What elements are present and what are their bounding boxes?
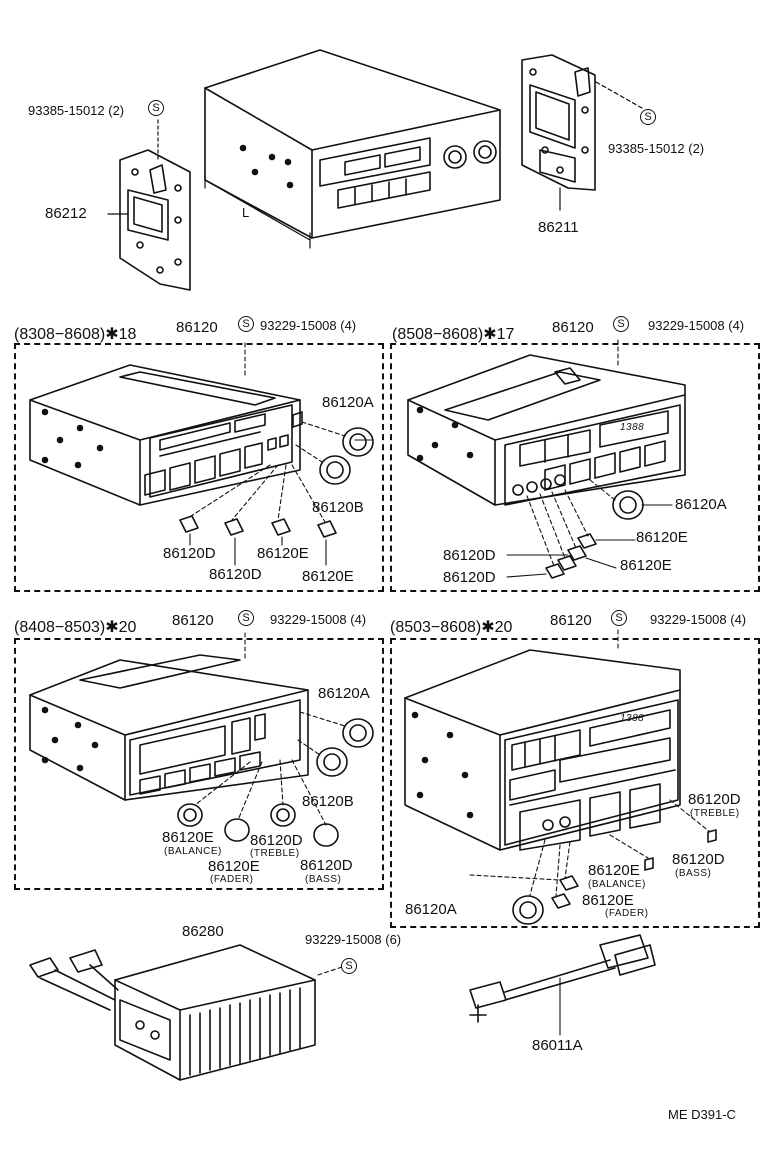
panel1-screw: 93229-15008 (4): [260, 318, 357, 333]
panel3-screw: 93229-15008 (4): [270, 612, 367, 627]
s-mark-panel4: S: [611, 610, 627, 626]
panel4-sub-fader: (FADER): [605, 908, 649, 919]
bracket-label-86212: 86212: [45, 205, 87, 222]
panel3-label-d1: 86120D: [250, 832, 303, 849]
panel4-label-a: 86120A: [405, 901, 457, 918]
panel1-drawing: [29, 339, 374, 566]
panel1-part: 86120: [176, 319, 218, 336]
page-reference: ME D391-C: [668, 1107, 736, 1122]
bolt-label-left: 93385-15012 (2): [28, 103, 125, 118]
panel3-drawing: [29, 629, 374, 847]
panel3-label-e2: 86120E: [208, 858, 260, 875]
s-mark-panel3: S: [238, 610, 254, 626]
s-mark-top-left: S: [148, 100, 164, 116]
bracket-86212-drawing: [107, 119, 191, 291]
panel4-display: 1388: [620, 713, 645, 724]
panel4-box: [390, 638, 760, 928]
panel3-label-e1: 86120E: [162, 829, 214, 846]
panel3-sub-balance: (BALANCE): [164, 846, 222, 857]
head-unit-assembly: [204, 49, 501, 249]
panel4-drawing: [404, 629, 717, 925]
panel2-box: [390, 343, 760, 592]
panel3-label-b: 86120B: [302, 793, 354, 810]
panel4-part: 86120: [550, 612, 592, 629]
panel2-part: 86120: [552, 319, 594, 336]
bracket-label-86211: 86211: [538, 219, 579, 236]
bolt-label-right: 93385-15012 (2): [608, 141, 705, 156]
panel1-label-b: 86120B: [312, 499, 364, 516]
harness-label: 86011A: [532, 1037, 583, 1054]
panel4-sub-treble: (TREBLE): [690, 808, 740, 819]
panel3-label-a: 86120A: [318, 685, 370, 702]
panel2-header: (8508−8608)✱17: [390, 326, 517, 343]
harness-86011A-drawing: [469, 934, 656, 1036]
bracket-86211-drawing: [521, 54, 643, 211]
panel1-label-e1: 86120E: [257, 545, 309, 562]
amp-label: 86280: [182, 923, 224, 940]
panel4-label-d2: 86120D: [672, 851, 725, 868]
panel4-label-e1: 86120E: [588, 862, 640, 879]
panel1-label-d2: 86120D: [209, 566, 262, 583]
amplifier-86280-drawing: [29, 944, 346, 1081]
panel2-screw: 93229-15008 (4): [648, 318, 745, 333]
s-mark-top-right: S: [640, 109, 656, 125]
s-mark-panel2: S: [613, 316, 629, 332]
panel2-label-d1: 86120D: [443, 547, 496, 564]
panel1-label-e2: 86120E: [302, 568, 354, 585]
panel1-label-d1: 86120D: [163, 545, 216, 562]
panel1-label-a: 86120A: [322, 394, 374, 411]
panel2-label-e2: 86120E: [620, 557, 672, 574]
panel2-label-a: 86120A: [675, 496, 727, 513]
panel2-drawing: [407, 337, 686, 579]
panel3-sub-fader: (FADER): [210, 874, 254, 885]
dimension-l-label: L: [242, 205, 250, 220]
panel3-header: (8408−8503)✱20: [12, 619, 139, 636]
panel4-screw: 93229-15008 (4): [650, 612, 747, 627]
s-mark-amp: S: [341, 958, 357, 974]
panel4-sub-balance: (BALANCE): [588, 879, 646, 890]
panel4-label-d1: 86120D: [688, 791, 741, 808]
panel1-header: (8308−8608)✱18: [12, 326, 139, 343]
panel2-label-d2: 86120D: [443, 569, 496, 586]
panel3-label-d2: 86120D: [300, 857, 353, 874]
panel3-box: [14, 638, 384, 890]
panel2-label-e1: 86120E: [636, 529, 688, 546]
panel3-sub-treble: (TREBLE): [250, 848, 300, 859]
panel4-label-e2: 86120E: [582, 892, 634, 909]
panel1-box: [14, 343, 384, 592]
panel4-sub-bass: (BASS): [675, 868, 712, 879]
panel4-header: (8503−8608)✱20: [388, 619, 515, 636]
panel2-display: 1388: [620, 422, 645, 433]
panel3-sub-bass: (BASS): [305, 874, 342, 885]
amp-screw-label: 93229-15008 (6): [305, 932, 402, 947]
s-mark-panel1: S: [238, 316, 254, 332]
panel3-part: 86120: [172, 612, 214, 629]
